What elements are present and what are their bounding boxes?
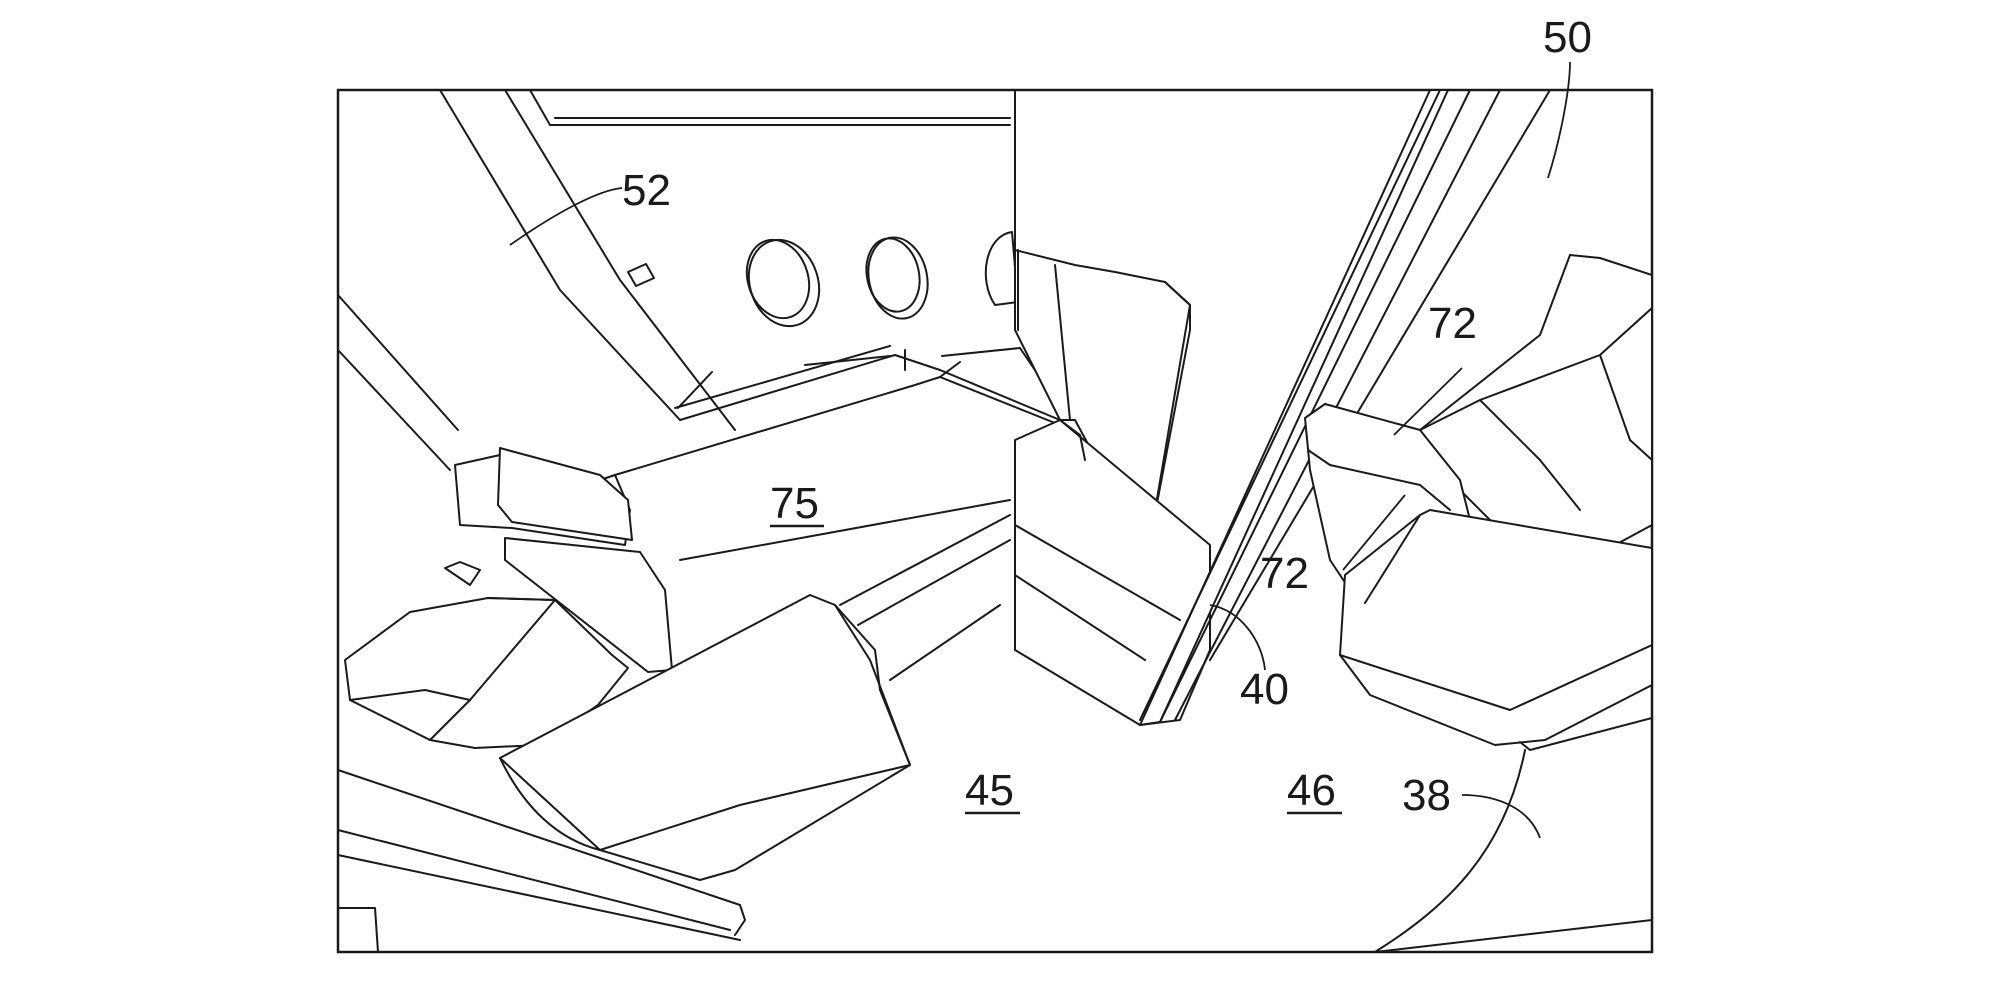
reading-light-icon xyxy=(627,263,655,287)
bed-surface xyxy=(614,361,1061,681)
label-75: 75 xyxy=(770,479,819,528)
label-72-lower: 72 xyxy=(1260,549,1309,598)
headrest-cushions xyxy=(444,447,673,673)
label-40: 40 xyxy=(1240,665,1289,714)
cabin-windows xyxy=(745,231,1019,328)
cabin-sidewall-panel xyxy=(337,89,1063,471)
label-38: 38 xyxy=(1402,771,1451,820)
label-52: 52 xyxy=(622,166,671,215)
label-45: 45 xyxy=(965,766,1014,815)
label-50: 50 xyxy=(1543,13,1592,62)
privacy-divider xyxy=(1014,89,1211,726)
floor-boundary xyxy=(1374,749,1653,953)
left-seat-console xyxy=(499,594,911,881)
right-seat-front xyxy=(1339,509,1653,751)
leader-lines xyxy=(509,61,1571,839)
sliding-door xyxy=(1139,89,1551,726)
label-46: 46 xyxy=(1287,766,1336,815)
right-seat-back xyxy=(1419,254,1653,551)
label-72-upper: 72 xyxy=(1428,299,1477,348)
left-seat-edge xyxy=(337,769,746,953)
